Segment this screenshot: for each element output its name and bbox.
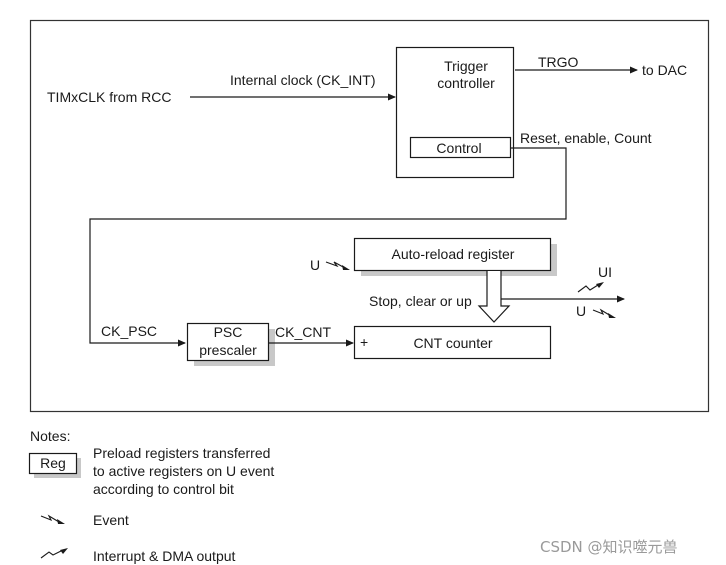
ck-cnt-label: CK_CNT xyxy=(275,324,331,340)
reg-desc-line-2: to active registers on U event xyxy=(93,463,274,479)
event-icon xyxy=(325,261,350,270)
interrupt-legend-label: Interrupt & DMA output xyxy=(93,548,236,564)
trigger-controller-title-2: controller xyxy=(437,75,495,91)
internal-clock-label: Internal clock (CK_INT) xyxy=(230,72,375,88)
prescaler-subtitle: prescaler xyxy=(199,342,257,358)
interrupt-legend-icon xyxy=(40,548,68,559)
cnt-counter-label: CNT counter xyxy=(413,335,492,351)
interrupt-icon xyxy=(577,282,604,293)
event-icon xyxy=(592,308,616,318)
reg-legend-box xyxy=(28,452,78,475)
u-output-label: U xyxy=(576,303,586,319)
event-legend-icon xyxy=(40,514,65,524)
stop-clear-label: Stop, clear or up xyxy=(369,293,472,309)
reg-legend-label: Reg xyxy=(40,455,66,471)
control-signal-label: Reset, enable, Count xyxy=(520,130,652,146)
trigger-controller-title-1: Trigger xyxy=(444,58,488,74)
auto-reload-box xyxy=(353,237,552,272)
reg-desc-line-3: according to control bit xyxy=(93,481,234,497)
event-legend-label: Event xyxy=(93,512,129,528)
control-box xyxy=(409,136,512,159)
prescaler-title: PSC xyxy=(214,324,243,340)
to-dac-label: to DAC xyxy=(642,62,687,78)
hollow-transfer-arrow xyxy=(477,271,511,323)
auto-reload-label: Auto-reload register xyxy=(392,246,515,262)
ui-output-label: UI xyxy=(598,264,612,280)
ck-psc-label: CK_PSC xyxy=(101,323,157,339)
trgo-label: TRGO xyxy=(538,54,579,70)
watermark: CSDN @知识噬元兽 xyxy=(540,538,678,556)
control-label: Control xyxy=(436,140,481,156)
reg-desc-line-1: Preload registers transferred xyxy=(93,445,270,461)
outer-frame xyxy=(29,19,710,413)
auto-reload-event-label: U xyxy=(310,257,320,273)
cnt-counter-box xyxy=(353,325,552,360)
clock-source-label: TIMxCLK from RCC xyxy=(47,89,171,105)
control-signal-line xyxy=(89,147,567,347)
notes-title: Notes: xyxy=(30,428,70,444)
prescaler-box xyxy=(186,322,270,362)
counter-plus: + xyxy=(360,334,368,350)
